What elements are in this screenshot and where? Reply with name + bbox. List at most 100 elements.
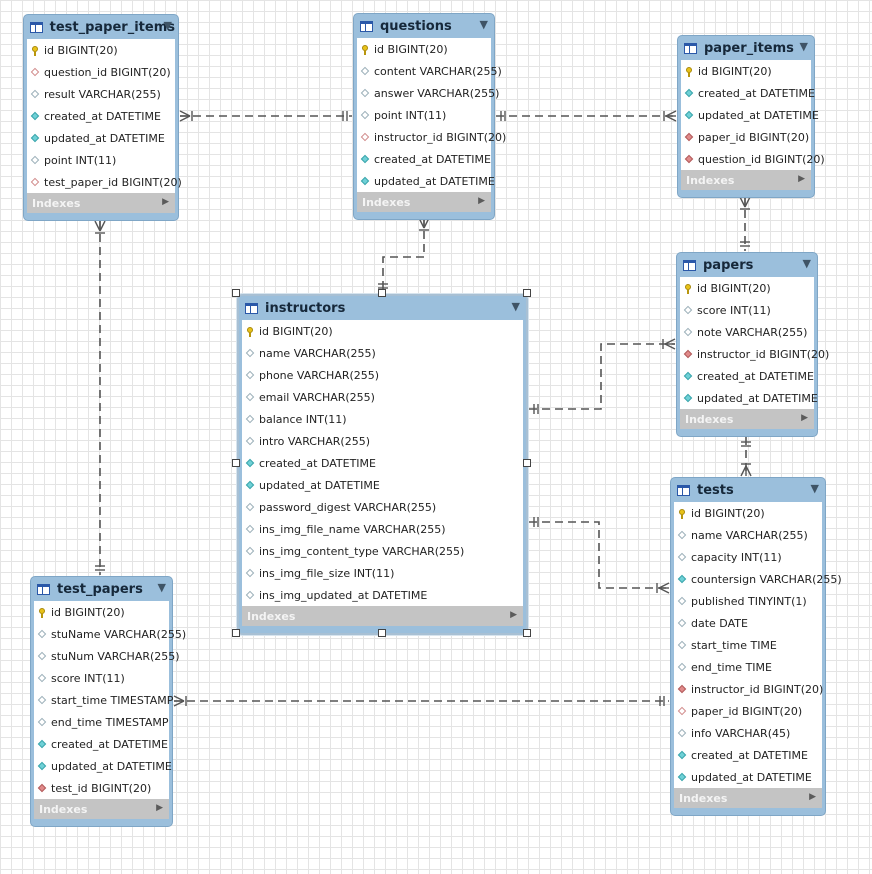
column-row[interactable]: instructor_id BIGINT(20)	[357, 126, 506, 148]
column-row[interactable]: ins_img_file_name VARCHAR(255)	[242, 518, 523, 540]
column-row[interactable]: updated_at DATETIME	[34, 755, 172, 777]
expand-indexes-icon[interactable]: ▶	[156, 803, 163, 813]
table-header[interactable]: test_papers▼	[34, 577, 169, 601]
column-row[interactable]: published TINYINT(1)	[674, 590, 822, 612]
column-row[interactable]: name VARCHAR(255)	[674, 524, 822, 546]
expand-indexes-icon[interactable]: ▶	[809, 792, 816, 802]
column-row[interactable]: email VARCHAR(255)	[242, 386, 523, 408]
column-row[interactable]: id BIGINT(20)	[681, 60, 811, 82]
column-row[interactable]: note VARCHAR(255)	[680, 321, 814, 343]
column-row[interactable]: test_id BIGINT(20)	[34, 777, 169, 799]
column-row[interactable]: updated_at DATETIME	[357, 170, 495, 192]
indexes-section[interactable]: Indexes▶	[27, 193, 175, 213]
column-row[interactable]: updated_at DATETIME	[674, 766, 822, 788]
column-row[interactable]: id BIGINT(20)	[34, 601, 169, 623]
collapse-arrow-icon[interactable]: ▼	[163, 19, 172, 32]
expand-indexes-icon[interactable]: ▶	[162, 197, 169, 207]
resize-handle[interactable]	[232, 289, 240, 297]
column-row[interactable]: test_paper_id BIGINT(20)	[27, 171, 182, 193]
table-tests[interactable]: tests▼id BIGINT(20)name VARCHAR(255)capa…	[670, 477, 842, 816]
column-row[interactable]: point INT(11)	[357, 104, 491, 126]
column-row[interactable]: countersign VARCHAR(255)	[674, 568, 842, 590]
column-row[interactable]: paper_id BIGINT(20)	[674, 700, 822, 722]
column-row[interactable]: password_digest VARCHAR(255)	[242, 496, 523, 518]
column-row[interactable]: score INT(11)	[34, 667, 169, 689]
table-questions[interactable]: questions▼id BIGINT(20)content VARCHAR(2…	[353, 13, 506, 220]
column-row[interactable]: stuNum VARCHAR(255)	[34, 645, 180, 667]
column-row[interactable]: question_id BIGINT(20)	[27, 61, 175, 83]
column-row[interactable]: content VARCHAR(255)	[357, 60, 502, 82]
column-row[interactable]: balance INT(11)	[242, 408, 523, 430]
collapse-arrow-icon[interactable]: ▼	[157, 581, 166, 594]
column-row[interactable]: name VARCHAR(255)	[242, 342, 523, 364]
column-row[interactable]: paper_id BIGINT(20)	[681, 126, 811, 148]
collapse-arrow-icon[interactable]: ▼	[810, 482, 819, 495]
collapse-arrow-icon[interactable]: ▼	[511, 300, 520, 313]
resize-handle[interactable]	[232, 459, 240, 467]
indexes-section[interactable]: Indexes▶	[242, 606, 523, 626]
resize-handle[interactable]	[377, 629, 386, 637]
column-row[interactable]: id BIGINT(20)	[674, 502, 822, 524]
resize-handle[interactable]	[523, 629, 531, 637]
column-row[interactable]: created_at DATETIME	[680, 365, 814, 387]
column-row[interactable]: created_at DATETIME	[357, 148, 491, 170]
column-row[interactable]: phone VARCHAR(255)	[242, 364, 523, 386]
table-header[interactable]: questions▼	[357, 14, 491, 38]
expand-indexes-icon[interactable]: ▶	[510, 610, 517, 620]
resize-handle[interactable]	[232, 629, 240, 637]
table-paper-items[interactable]: paper_items▼id BIGINT(20)created_at DATE…	[677, 35, 825, 198]
column-row[interactable]: info VARCHAR(45)	[674, 722, 822, 744]
column-row[interactable]: start_time TIME	[674, 634, 822, 656]
table-header[interactable]: test_paper_items▼	[27, 15, 175, 39]
table-header[interactable]: paper_items▼	[681, 36, 811, 60]
column-row[interactable]: instructor_id BIGINT(20)	[680, 343, 829, 365]
table-papers[interactable]: papers▼id BIGINT(20)score INT(11)note VA…	[676, 252, 829, 437]
column-row[interactable]: updated_at DATETIME	[681, 104, 819, 126]
relationship-line[interactable]	[382, 218, 425, 293]
column-row[interactable]: stuName VARCHAR(255)	[34, 623, 186, 645]
column-row[interactable]: created_at DATETIME	[242, 452, 523, 474]
resize-handle[interactable]	[523, 459, 531, 467]
expand-indexes-icon[interactable]: ▶	[478, 196, 485, 206]
resize-handle[interactable]	[377, 289, 386, 297]
column-row[interactable]: ins_img_updated_at DATETIME	[242, 584, 523, 606]
column-row[interactable]: created_at DATETIME	[681, 82, 815, 104]
column-row[interactable]: id BIGINT(20)	[27, 39, 175, 61]
table-instructors[interactable]: instructors▼id BIGINT(20)name VARCHAR(25…	[237, 294, 528, 635]
column-row[interactable]: question_id BIGINT(20)	[681, 148, 825, 170]
column-row[interactable]: end_time TIMESTAMP	[34, 711, 169, 733]
table-header[interactable]: papers▼	[680, 253, 814, 277]
column-row[interactable]: updated_at DATETIME	[680, 387, 818, 409]
collapse-arrow-icon[interactable]: ▼	[799, 40, 808, 53]
column-row[interactable]: id BIGINT(20)	[357, 38, 491, 60]
collapse-arrow-icon[interactable]: ▼	[802, 257, 811, 270]
table-test-paper-items[interactable]: test_paper_items▼id BIGINT(20)question_i…	[23, 14, 182, 221]
column-row[interactable]: updated_at DATETIME	[242, 474, 523, 496]
expand-indexes-icon[interactable]: ▶	[798, 174, 805, 184]
table-header[interactable]: instructors▼	[242, 296, 523, 320]
column-row[interactable]: id BIGINT(20)	[680, 277, 814, 299]
column-row[interactable]: score INT(11)	[680, 299, 814, 321]
column-row[interactable]: created_at DATETIME	[34, 733, 169, 755]
indexes-section[interactable]: Indexes▶	[674, 788, 822, 808]
column-row[interactable]: intro VARCHAR(255)	[242, 430, 523, 452]
column-row[interactable]: capacity INT(11)	[674, 546, 822, 568]
indexes-section[interactable]: Indexes▶	[357, 192, 491, 212]
collapse-arrow-icon[interactable]: ▼	[479, 18, 488, 31]
column-row[interactable]: result VARCHAR(255)	[27, 83, 175, 105]
column-row[interactable]: date DATE	[674, 612, 822, 634]
indexes-section[interactable]: Indexes▶	[34, 799, 169, 819]
column-row[interactable]: created_at DATETIME	[674, 744, 822, 766]
column-row[interactable]: start_time TIMESTAMP	[34, 689, 173, 711]
indexes-section[interactable]: Indexes▶	[681, 170, 811, 190]
relationship-line[interactable]	[529, 521, 669, 589]
column-row[interactable]: ins_img_content_type VARCHAR(255)	[242, 540, 523, 562]
column-row[interactable]: ins_img_file_size INT(11)	[242, 562, 523, 584]
table-header[interactable]: tests▼	[674, 478, 822, 502]
expand-indexes-icon[interactable]: ▶	[801, 413, 808, 423]
resize-handle[interactable]	[523, 289, 531, 297]
column-row[interactable]: created_at DATETIME	[27, 105, 175, 127]
table-test-papers[interactable]: test_papers▼id BIGINT(20)stuName VARCHAR…	[30, 576, 186, 827]
column-row[interactable]: instructor_id BIGINT(20)	[674, 678, 823, 700]
